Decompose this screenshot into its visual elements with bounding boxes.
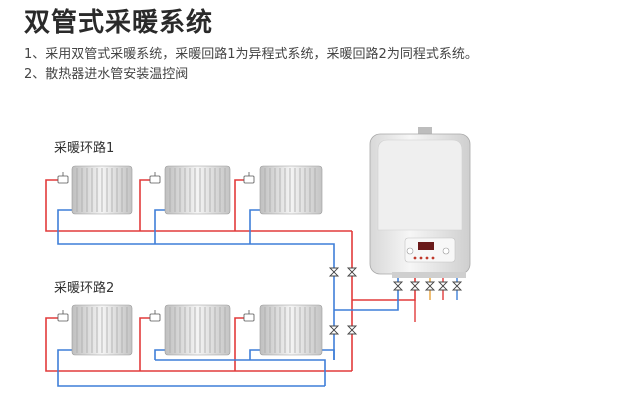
radiator-loop2-2 <box>164 304 231 356</box>
loop-1-label: 采暖环路1 <box>54 141 115 156</box>
loop-2-supply-pipe <box>45 317 352 372</box>
page-title: 双管式采暖系统 <box>24 8 214 38</box>
radiator-loop1-1 <box>71 165 133 215</box>
display-screen <box>418 242 434 250</box>
loop-1-supply-pipe <box>45 179 352 232</box>
boiler-connection-pipes <box>414 278 458 322</box>
loop-2-label: 采暖环路2 <box>54 281 115 296</box>
radiator-loop1-2 <box>164 165 231 215</box>
main-return-pipe <box>333 262 399 360</box>
flue-outlet <box>418 127 432 135</box>
wall-hung-boiler <box>369 127 471 278</box>
radiator-loop2-3 <box>259 304 323 356</box>
radiator-loop1-3 <box>259 165 323 215</box>
ball-valve-icon <box>328 267 463 335</box>
loop-1-return-pipe <box>57 209 335 262</box>
radiator-loop2-1 <box>71 304 133 356</box>
note-1: 1、采用双管式采暖系统，采暖回路1为异程式系统，采暖回路2为同程式系统。 <box>24 47 478 62</box>
note-2: 2、散热器进水管安装温控阀 <box>24 67 189 82</box>
loop-2-return-pipe <box>57 349 335 387</box>
thermostatic-valve-icon <box>57 172 255 322</box>
